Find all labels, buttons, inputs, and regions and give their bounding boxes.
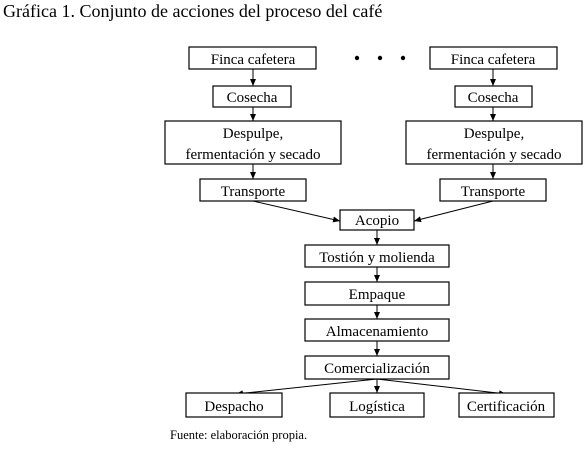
node-empaque: Empaque xyxy=(304,281,450,306)
node-despulpe-2: Despulpe, fermentación y secado xyxy=(405,120,583,165)
node-label: Cosecha xyxy=(468,90,519,106)
source-note: Fuente: elaboración propia. xyxy=(170,428,308,442)
edge-comercializacion-despacho xyxy=(235,378,378,397)
node-label: Finca cafetera xyxy=(211,52,296,68)
node-label: Transporte xyxy=(461,184,526,200)
ellipsis-dots xyxy=(354,55,406,61)
node-label-line1: Despulpe, xyxy=(464,126,524,142)
edge-transporte1-acopio xyxy=(252,200,341,223)
node-label: Comercialización xyxy=(324,361,430,377)
node-cosecha-1: Cosecha xyxy=(212,85,292,108)
node-acopio: Acopio xyxy=(339,209,415,231)
edge-comercializacion-certificacion xyxy=(376,378,507,397)
node-certificacion: Certificación xyxy=(458,392,555,418)
figure-title: Gráfica 1. Conjunto de acciones del proc… xyxy=(3,1,383,21)
node-label: Despacho xyxy=(204,399,263,415)
edges xyxy=(235,69,507,397)
node-almacenamiento: Almacenamiento xyxy=(304,318,450,342)
node-finca-1: Finca cafetera xyxy=(188,46,317,70)
node-label: Acopio xyxy=(355,213,399,229)
node-cosecha-2: Cosecha xyxy=(454,85,533,108)
node-label-line2: fermentación y secado xyxy=(427,147,562,163)
node-label: Almacenamiento xyxy=(326,324,428,340)
node-despacho: Despacho xyxy=(185,392,283,418)
node-tostion-molienda: Tostión y molienda xyxy=(304,244,450,268)
node-transporte-2: Transporte xyxy=(439,178,547,202)
edge-transporte2-acopio xyxy=(413,200,494,223)
ellipsis-dot xyxy=(354,55,360,61)
ellipsis-dot xyxy=(400,55,406,61)
node-label: Transporte xyxy=(221,184,286,200)
node-finca-2: Finca cafetera xyxy=(429,46,558,70)
node-logistica: Logística xyxy=(329,392,425,418)
node-comercializacion: Comercialización xyxy=(304,355,450,380)
node-label: Tostión y molienda xyxy=(319,250,435,266)
node-label: Logística xyxy=(349,399,405,415)
node-despulpe-1: Despulpe, fermentación y secado xyxy=(164,120,342,165)
node-label: Finca cafetera xyxy=(451,52,536,68)
ellipsis-dot xyxy=(377,55,383,61)
node-label-line2: fermentación y secado xyxy=(186,147,321,163)
node-label: Certificación xyxy=(467,399,546,415)
node-label: Cosecha xyxy=(227,90,278,106)
node-label-line1: Despulpe, xyxy=(223,126,283,142)
node-label: Empaque xyxy=(349,287,406,303)
node-transporte-1: Transporte xyxy=(199,178,307,202)
